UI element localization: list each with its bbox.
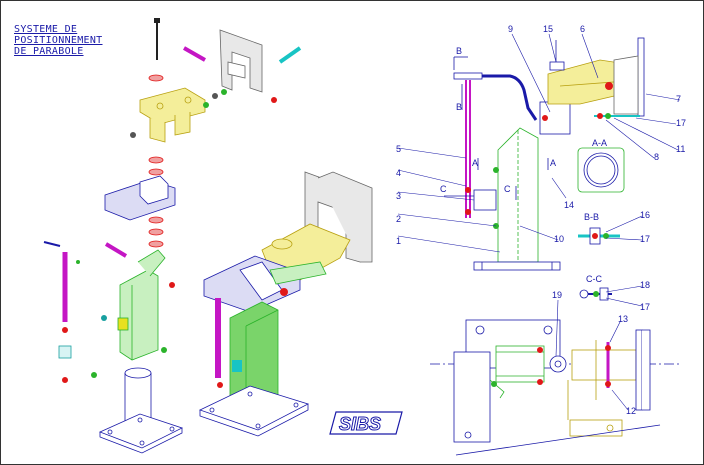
plan-view (430, 319, 680, 456)
title-line-1: SYSTEME DE (14, 24, 78, 35)
section-labels: B B A A C C A-A B-B C-C (440, 46, 607, 284)
callout-10: 10 (554, 234, 564, 244)
section-bb-label: B-B (584, 212, 599, 222)
logo-text: SIBS (339, 414, 381, 434)
section-a-left: A (472, 158, 478, 168)
section-c-right: C (504, 184, 511, 194)
callout-4: 4 (396, 168, 401, 178)
callout-numbers: 1 2 3 4 5 6 7 8 9 10 11 12 13 14 15 16 1… (396, 24, 686, 416)
callout-1: 1 (396, 236, 401, 246)
exploded-view (43, 18, 302, 454)
callout-17-b: 17 (640, 234, 650, 244)
title-line-3: DE PARABOLE (14, 46, 84, 57)
callout-11: 11 (676, 144, 685, 154)
callout-14: 14 (564, 200, 574, 210)
sibs-logo: SIBS (329, 411, 403, 435)
callout-2: 2 (396, 214, 401, 224)
callout-6: 6 (580, 24, 585, 34)
section-aa-label: A-A (592, 138, 607, 148)
section-cc (579, 287, 612, 301)
callout-7: 7 (676, 94, 681, 104)
section-c-left: C (440, 184, 447, 194)
callout-15: 15 (543, 24, 553, 34)
callout-16: 16 (640, 210, 650, 220)
callout-17-a: 17 (676, 118, 686, 128)
section-bb (578, 227, 620, 245)
side-view (444, 37, 645, 271)
callout-13: 13 (618, 314, 628, 324)
section-b-mid: B (456, 102, 462, 112)
section-cc-label: C-C (586, 274, 602, 284)
section-b-top: B (456, 46, 462, 56)
title-line-2: POSITIONNEMENT (14, 35, 103, 46)
drawing-title: SYSTEME DE POSITIONNEMENT DE PARABOLE (14, 24, 134, 57)
section-aa (577, 147, 625, 193)
callout-3: 3 (396, 191, 401, 201)
callout-17-c: 17 (640, 302, 650, 312)
callout-12: 12 (626, 406, 636, 416)
section-a-right: A (550, 158, 556, 168)
assembled-view (198, 171, 373, 437)
callout-18: 18 (640, 280, 650, 290)
callout-9: 9 (508, 24, 513, 34)
callout-5: 5 (396, 144, 401, 154)
callout-leaders (397, 33, 681, 411)
callout-8: 8 (654, 152, 659, 162)
callout-19: 19 (552, 290, 562, 300)
